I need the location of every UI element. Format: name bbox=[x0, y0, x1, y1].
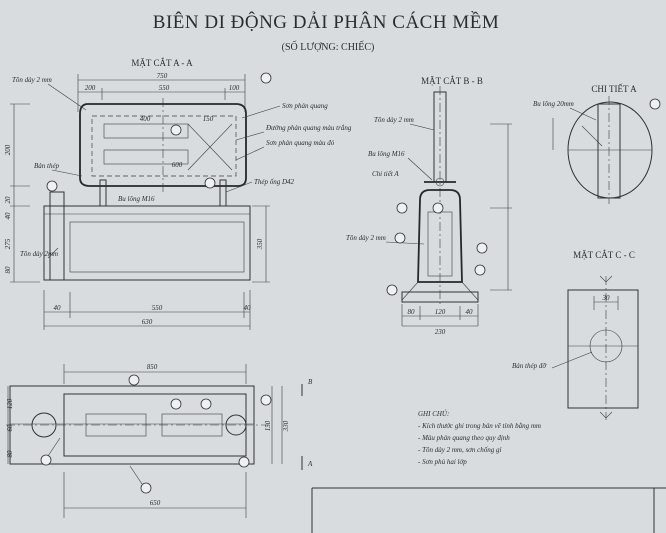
dim-plan-330: 330 bbox=[282, 420, 290, 432]
callout-p-2 bbox=[170, 398, 182, 410]
sheet-subtitle: (SỐ LƯỢNG: CHIẾC) bbox=[282, 40, 375, 53]
label-a-bottom: Thép ống D42 bbox=[254, 178, 295, 186]
dim-a-left-200: 200 bbox=[4, 144, 12, 155]
callout-p-1 bbox=[128, 374, 140, 386]
notes-block: GHI CHÚ: - Kích thước ghi trong bản vẽ t… bbox=[418, 410, 541, 466]
dim-a-750: 750 bbox=[157, 72, 168, 80]
dim-plan-120: 120 bbox=[6, 398, 14, 409]
callout-b-4 bbox=[386, 284, 398, 296]
dim-a-bottom-40-right: 40 bbox=[244, 304, 252, 312]
marker-a: A bbox=[307, 460, 313, 468]
section-b-drawing bbox=[401, 86, 512, 306]
section-a-top-dimensions: 750 200 550 100 bbox=[77, 72, 246, 112]
notes-line-4: - Sơn phủ hai lớp bbox=[418, 458, 467, 466]
callout-b-1 bbox=[396, 202, 408, 214]
dim-a-100: 100 bbox=[229, 84, 240, 92]
dim-b-40: 40 bbox=[466, 308, 474, 316]
dim-plan-60: 60 bbox=[6, 424, 14, 432]
dim-plan-850: 850 bbox=[147, 363, 158, 371]
label-a-top-right: Sơn phản quang bbox=[282, 102, 328, 110]
callout-a-3 bbox=[204, 177, 216, 189]
title-block bbox=[311, 487, 666, 533]
label-b-4: Tôn dày 2 mm bbox=[346, 234, 386, 242]
label-c-1: Bản thép đỡ bbox=[512, 362, 547, 370]
plan-view: 850 120 60 80 150 330 650 bbox=[6, 363, 290, 518]
callout-b-5 bbox=[476, 242, 488, 254]
label-b-1: Tôn dày 2 mm bbox=[374, 116, 414, 124]
label-a-left2: Tôn dày 2mm bbox=[20, 250, 58, 258]
marker-b: B bbox=[308, 378, 313, 386]
label-a-mid-right-2: Sơn phản quang màu đỏ bbox=[266, 139, 335, 147]
notes-line-1: - Kích thước ghi trong bản vẽ tính bằng … bbox=[418, 422, 541, 430]
dim-a-550: 550 bbox=[159, 84, 170, 92]
callout-p-5 bbox=[40, 454, 52, 466]
dim-plan-80: 80 bbox=[6, 450, 14, 458]
section-a-right-dimension: 350 bbox=[252, 205, 270, 283]
dim-plan-150: 150 bbox=[264, 420, 272, 431]
callout-a-1 bbox=[260, 72, 272, 84]
section-markers: B A bbox=[301, 378, 313, 470]
notes-heading: GHI CHÚ: bbox=[418, 410, 449, 418]
label-a-mid-right-1: Đường phản quang màu trắng bbox=[265, 124, 352, 132]
dim-a-bottom-630: 630 bbox=[142, 318, 153, 326]
dim-a-bottom-550: 550 bbox=[152, 304, 163, 312]
callout-b-2 bbox=[432, 202, 444, 214]
section-c-title: MẶT CẮT C - C bbox=[573, 250, 635, 260]
dim-a-350: 350 bbox=[256, 238, 264, 250]
callout-p-4 bbox=[260, 394, 272, 406]
label-a-bolt: Bu lông M16 bbox=[118, 195, 155, 203]
callout-p-6 bbox=[238, 456, 250, 468]
dim-a-left-20: 20 bbox=[4, 196, 12, 204]
label-a-top-left: Tôn dày 2 mm bbox=[12, 76, 52, 84]
dim-b-230: 230 bbox=[435, 328, 446, 336]
callout-p-7 bbox=[140, 482, 152, 494]
section-a-upper-body: 400 150 600 bbox=[79, 98, 247, 207]
callout-b-3 bbox=[394, 232, 406, 244]
sheet-title: BIÊN DI ĐỘNG DẢI PHÂN CÁCH MỀM bbox=[153, 11, 499, 33]
section-a-title: MẶT CẮT A - A bbox=[131, 58, 193, 68]
notes-line-3: - Tôn dày 2 mm, sơn chống gỉ bbox=[418, 446, 502, 454]
dim-a-left-40: 40 bbox=[4, 212, 12, 220]
section-b-title: MẶT CẮT B - B bbox=[421, 76, 483, 86]
label-b-2: Bu lông M16 bbox=[368, 150, 405, 158]
label-b-3: Chi tiết A bbox=[372, 170, 399, 178]
dim-a-600: 600 bbox=[172, 161, 183, 169]
dim-a-200: 200 bbox=[85, 84, 96, 92]
callout-p-3 bbox=[200, 398, 212, 410]
dim-a-400: 400 bbox=[140, 115, 151, 123]
dim-b-120: 120 bbox=[435, 308, 446, 316]
dim-c-30: 30 bbox=[602, 294, 611, 302]
notes-line-2: - Màu phản quang theo quy định bbox=[418, 434, 510, 442]
callout-a-2 bbox=[170, 124, 182, 136]
detail-a-title: CHI TIẾT A bbox=[591, 84, 637, 94]
dim-a-275: 275 bbox=[4, 238, 12, 249]
dim-a-80: 80 bbox=[4, 266, 12, 274]
dim-plan-650: 650 bbox=[150, 499, 161, 507]
callout-d-1 bbox=[649, 98, 661, 110]
section-a-base bbox=[43, 191, 251, 281]
section-c-drawing: 30 Bản thép đỡ bbox=[512, 275, 639, 420]
dim-a-150: 150 bbox=[203, 115, 214, 123]
label-d-1: Bu lông 20mm bbox=[533, 100, 574, 108]
section-b-bottom-dimensions: 80 120 40 230 bbox=[401, 304, 479, 336]
dim-b-80: 80 bbox=[408, 308, 416, 316]
section-a-bottom-dimensions: 40 550 40 630 bbox=[43, 290, 252, 330]
detail-a-drawing: Bu lông 20mm bbox=[533, 96, 661, 204]
section-b-labels: Tôn dày 2 mm Bu lông M16 Chi tiết A Tôn … bbox=[346, 116, 488, 296]
callout-a-4 bbox=[46, 180, 58, 192]
section-a-labels: Tôn dày 2 mm Sơn phản quang Đường phản q… bbox=[12, 72, 352, 259]
section-a-left-dimensions: 200 20 40 275 80 bbox=[4, 103, 40, 283]
dim-a-bottom-40-left: 40 bbox=[54, 304, 62, 312]
label-a-left: Bản thép bbox=[34, 162, 60, 170]
callout-b-6 bbox=[474, 264, 486, 276]
